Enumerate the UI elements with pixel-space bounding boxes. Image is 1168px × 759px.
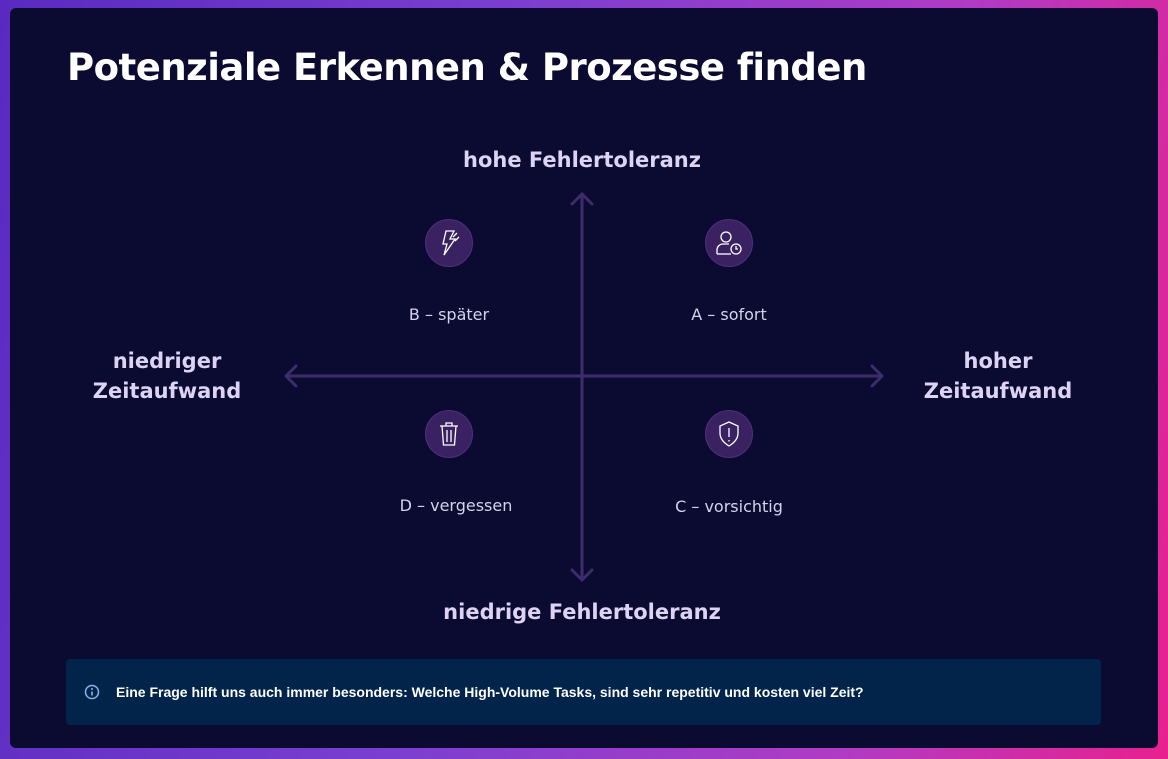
axis-label-right: hoher Zeitaufwand	[923, 349, 1073, 403]
info-icon	[84, 684, 100, 700]
quadrant-label-b: B – später	[408, 305, 490, 324]
user-clock-icon	[705, 219, 753, 267]
axis-label-left: niedriger Zeitaufwand	[92, 349, 242, 403]
info-text: Eine Frage hilft uns auch immer besonder…	[116, 684, 864, 700]
slide-card: Potenziale Erkennen & Prozesse finden ho…	[10, 8, 1158, 748]
quadrant-label-d: D – vergessen	[399, 496, 513, 515]
info-callout: Eine Frage hilft uns auch immer besonder…	[66, 659, 1101, 725]
axes	[284, 192, 884, 582]
trash-icon	[425, 410, 473, 458]
lightning-icon	[425, 219, 473, 267]
axis-label-bottom: niedrige Fehlertoleranz	[443, 600, 721, 624]
axis-label-top: hohe Fehlertoleranz	[463, 148, 701, 172]
quadrant-label-a: A – sofort	[691, 305, 767, 324]
shield-alert-icon	[705, 410, 753, 458]
quadrant-label-c: C – vorsichtig	[675, 497, 783, 516]
page-title: Potenziale Erkennen & Prozesse finden	[67, 46, 867, 89]
arrow-down	[570, 568, 594, 582]
arrow-left	[284, 364, 298, 388]
arrow-up	[570, 192, 594, 206]
arrow-right	[870, 364, 884, 388]
